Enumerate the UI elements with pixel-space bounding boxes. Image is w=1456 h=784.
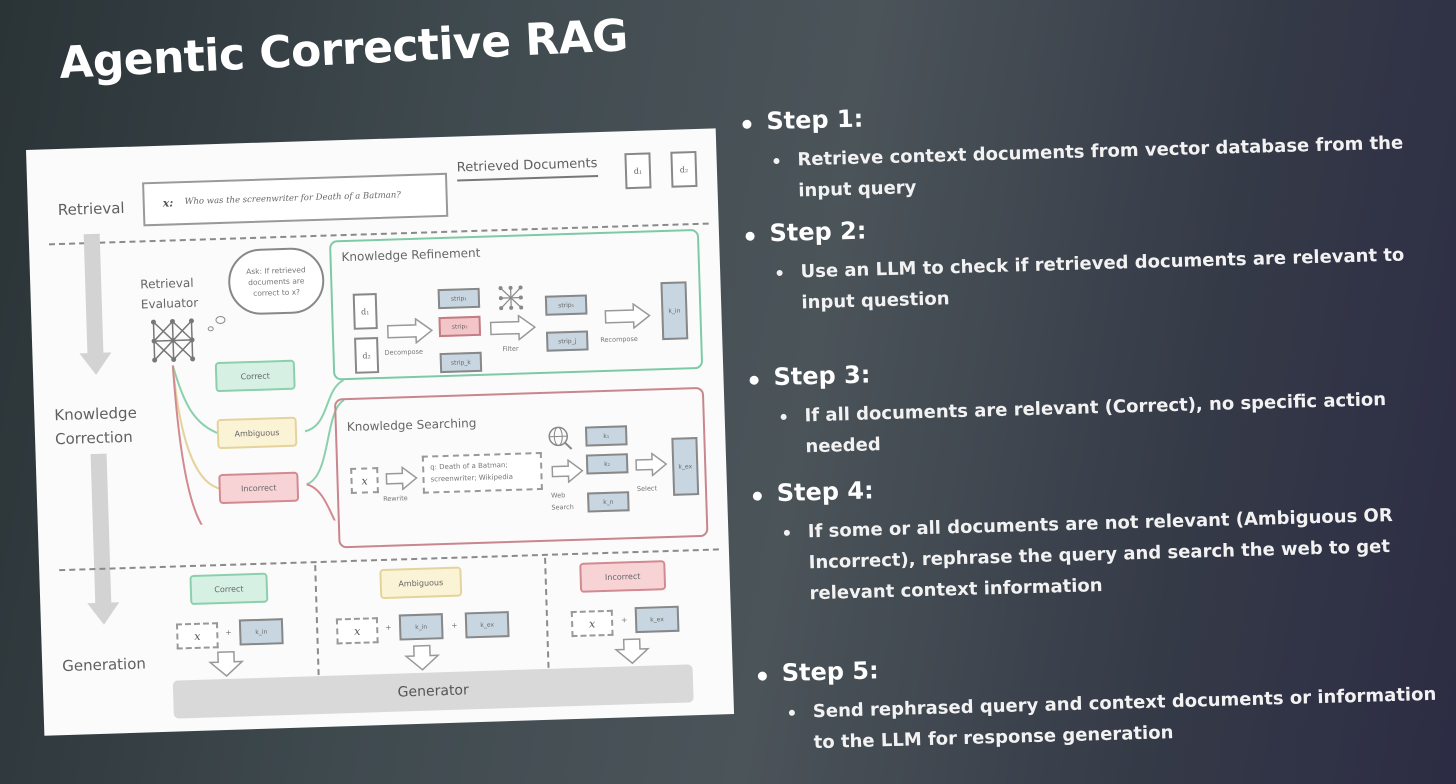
kn-doc: k_n	[587, 491, 630, 513]
gen-incorrect-down-arrow	[613, 638, 650, 665]
step-3: Step 3: If all documents are relevant (C…	[747, 344, 1450, 464]
step-5: Step 5: Send rephrased query and context…	[755, 640, 1456, 760]
knowledge-searching-box: Knowledge Searching x Rewrite q: Death o…	[333, 386, 709, 549]
incorrect-tag: Incorrect	[218, 471, 300, 505]
gen-incorrect-plus: +	[620, 615, 628, 625]
knowledge-refinement-label: Knowledge Refinement	[341, 245, 481, 265]
gen-ambiguous-x: x	[335, 617, 379, 645]
gen-ambiguous-tag: Ambiguous	[379, 566, 463, 600]
search-query-box: q: Death of a Batman; screenwriter; Wiki…	[421, 451, 543, 494]
strip-2: strip₂	[438, 315, 482, 338]
knowledge-correction-label: Knowledge Correction	[54, 403, 138, 449]
retrieved-documents-label: Retrieved Documents	[456, 156, 598, 182]
gen-ambiguous-down-arrow	[404, 644, 441, 671]
decompose-label: Decompose	[384, 347, 424, 357]
retrieved-doc-1: d₁	[624, 152, 652, 190]
left-flow-arrowhead-1	[79, 352, 113, 376]
refine-doc-2: d₂	[354, 337, 380, 374]
select-arrow-icon	[635, 451, 668, 478]
recompose-arrow-icon	[604, 302, 651, 330]
gen-incorrect-x: x	[570, 609, 614, 638]
slide-title: Agentic Corrective RAG	[58, 10, 629, 89]
step-1-desc: Retrieve context documents from vector d…	[741, 127, 1438, 208]
query-text: Who was the screenwriter for Death of a …	[184, 190, 401, 208]
query-x-label: x:	[162, 196, 174, 210]
gen-ambiguous-kin: k_in	[398, 613, 444, 641]
filter-label: Filter	[502, 344, 519, 354]
k1-doc: k₁	[584, 425, 628, 447]
gen-correct-down-arrow	[208, 650, 245, 677]
generator-bar: Generator	[172, 664, 694, 719]
gen-correct-plus: +	[225, 627, 232, 637]
evaluator-network-icon	[150, 318, 196, 363]
gen-incorrect-tag: Incorrect	[579, 560, 667, 593]
knowledge-refinement-box: Knowledge Refinement d₁ d₂ Decompose str…	[328, 228, 704, 381]
k2-doc: k₂	[585, 453, 629, 475]
generation-label: Generation	[61, 654, 147, 676]
generation-col-divider-1	[314, 565, 320, 676]
ambiguous-tag: Ambiguous	[216, 416, 298, 450]
filter-network-icon	[498, 285, 524, 311]
decompose-arrow-icon	[386, 317, 434, 345]
strip-filtered-1: strip₁	[544, 294, 588, 316]
web-search-label: Web Search	[550, 491, 574, 512]
branch-lines	[171, 365, 354, 526]
rewrite-label: Rewrite	[383, 494, 408, 503]
left-flow-arrowhead-2	[87, 602, 120, 626]
left-flow-arrow-1	[83, 233, 104, 355]
strip-1: strip₁	[437, 287, 481, 310]
knowledge-searching-label: Knowledge Searching	[346, 415, 477, 435]
query-box: x: Who was the screenwriter for Death of…	[142, 172, 449, 227]
web-search-arrow-icon	[551, 458, 584, 484]
filter-arrow-icon	[489, 314, 537, 342]
gen-correct-tag: Correct	[189, 572, 269, 606]
step-4: Step 4: If some or all documents are not…	[750, 460, 1453, 610]
retrieved-doc-2: d₂	[670, 150, 698, 188]
generation-col-divider-2	[544, 557, 550, 668]
globe-search-icon	[548, 426, 573, 450]
step-2: Step 2: Use an LLM to check if retrieved…	[743, 200, 1446, 320]
gen-ambiguous-kex: k_ex	[464, 611, 510, 639]
k-in-doc: k_in	[660, 281, 689, 341]
select-label: Select	[636, 484, 658, 493]
step-5-desc: Send rephrased query and context documen…	[756, 678, 1453, 759]
correct-tag: Correct	[214, 359, 296, 393]
gen-incorrect-kex: k_ex	[634, 605, 680, 634]
gen-ambiguous-plus-2: +	[451, 620, 458, 630]
steps-list: Step 1: Retrieve context documents from …	[740, 88, 1440, 754]
step-1: Step 1: Retrieve context documents from …	[740, 88, 1443, 208]
strip-filtered-j: strip_j	[545, 330, 589, 352]
left-flow-arrow-2	[90, 453, 112, 605]
step-4-desc: If some or all documents are not relevan…	[751, 498, 1449, 610]
refine-doc-1: d₁	[352, 293, 378, 330]
searching-query-x: x	[350, 467, 379, 494]
gen-correct-x: x	[175, 622, 219, 650]
k-ex-doc: k_ex	[671, 437, 700, 496]
step-2-desc: Use an LLM to check if retrieved documen…	[744, 239, 1441, 320]
step-3-desc: If all documents are relevant (Correct),…	[748, 382, 1445, 463]
gen-ambiguous-plus-1: +	[385, 622, 392, 632]
gen-correct-kin: k_in	[238, 618, 284, 646]
retrieval-label: Retrieval	[57, 198, 125, 220]
crag-diagram: Retrieval x: Who was the screenwriter fo…	[26, 128, 735, 736]
rewrite-arrow-icon	[385, 465, 418, 491]
recompose-label: Recompose	[600, 334, 638, 345]
strip-k: strip_k	[439, 351, 483, 374]
